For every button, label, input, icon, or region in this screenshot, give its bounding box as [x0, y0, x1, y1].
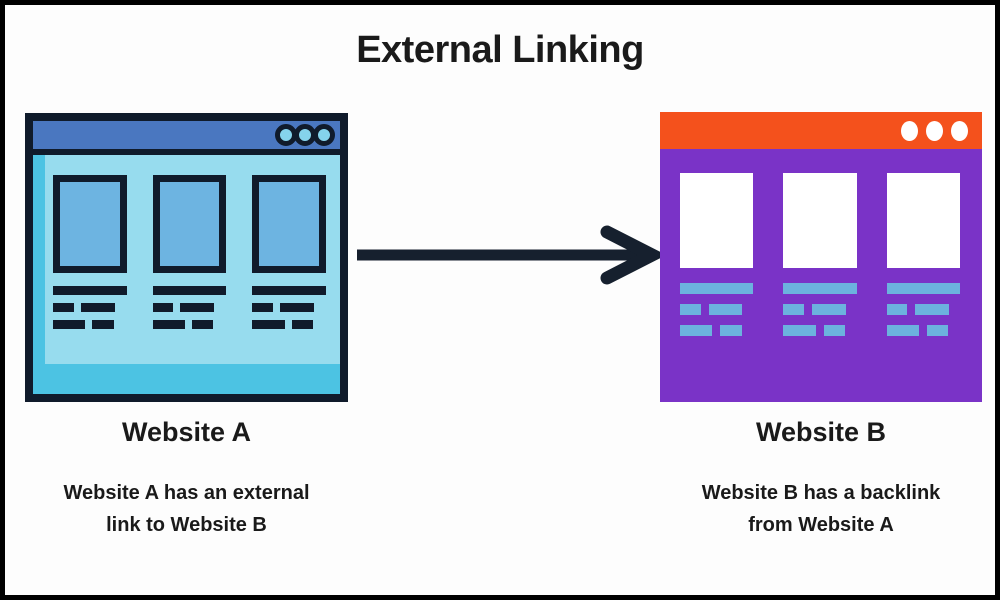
text-line-row	[680, 325, 753, 336]
text-line-row	[53, 320, 127, 329]
text-line-placeholder	[823, 325, 845, 336]
text-line-placeholder	[180, 303, 215, 312]
text-line-placeholder	[680, 325, 713, 336]
text-line-row	[680, 283, 754, 294]
image-placeholder	[53, 175, 127, 273]
website-b-description-line1: Website B has a backlink	[701, 482, 941, 504]
website-b-window	[660, 112, 982, 402]
text-line-placeholder	[886, 325, 919, 336]
text-line-placeholder	[886, 304, 908, 315]
text-line-placeholder	[291, 320, 314, 329]
text-line-row	[886, 325, 960, 336]
text-line-row	[53, 286, 127, 295]
website-a-footer-strip	[33, 364, 340, 394]
text-line-row	[886, 304, 960, 315]
image-placeholder	[783, 173, 857, 268]
text-line-placeholder	[708, 304, 743, 315]
text-line-row	[783, 283, 857, 294]
text-line-placeholder	[152, 286, 227, 295]
text-line-placeholder	[252, 286, 327, 295]
content-column	[252, 175, 327, 394]
text-line-placeholder	[783, 304, 804, 315]
window-dot-icon	[313, 124, 335, 146]
website-b-label: Website B	[755, 417, 887, 447]
text-line-placeholder	[783, 283, 857, 294]
website-a-left-strip	[33, 155, 45, 394]
website-b-description: Website B has a backlink from Website A	[643, 477, 995, 541]
window-dot-icon	[926, 120, 943, 141]
text-line-row	[252, 320, 326, 329]
website-a-description-line2: link to Website B	[106, 514, 267, 536]
content-column	[152, 175, 227, 394]
text-line-placeholder	[252, 320, 285, 329]
text-line-placeholder	[279, 303, 314, 312]
content-column	[783, 173, 857, 402]
text-line-placeholder	[53, 320, 86, 329]
text-line-row	[152, 303, 227, 312]
window-dot-icon	[951, 120, 968, 141]
text-line-row	[783, 325, 856, 336]
window-dot-icon	[901, 120, 918, 141]
text-line-row	[252, 303, 326, 312]
text-line-placeholder	[720, 325, 742, 336]
text-line-placeholder	[53, 286, 127, 295]
text-line-row	[680, 304, 753, 315]
text-line-placeholder	[80, 303, 115, 312]
content-column	[53, 175, 127, 394]
website-a-titlebar	[33, 121, 340, 155]
text-line-placeholder	[886, 283, 960, 294]
diagram-title: External Linking	[356, 29, 644, 71]
text-line-placeholder	[680, 304, 701, 315]
website-a-page-body	[33, 155, 340, 394]
text-line-placeholder	[811, 304, 846, 315]
text-line-placeholder	[926, 325, 949, 336]
image-placeholder	[252, 175, 327, 273]
text-line-placeholder	[252, 303, 273, 312]
text-line-placeholder	[92, 320, 114, 329]
website-b-description-line2: from Website A	[748, 514, 894, 536]
website-a-window	[25, 113, 348, 402]
image-placeholder	[152, 175, 227, 273]
website-b-page-body	[660, 149, 982, 402]
text-line-row	[152, 286, 227, 295]
image-placeholder	[680, 173, 754, 268]
text-line-placeholder	[680, 283, 754, 294]
website-a-label: Website A	[121, 417, 252, 447]
text-line-placeholder	[152, 303, 174, 312]
text-line-placeholder	[152, 320, 186, 329]
website-a-description-line1: Website A has an external	[63, 482, 310, 504]
text-line-row	[152, 320, 227, 329]
text-line-row	[783, 304, 856, 315]
text-line-placeholder	[915, 304, 949, 315]
text-line-row	[53, 303, 127, 312]
content-column	[680, 173, 754, 402]
website-b-content-columns	[660, 149, 982, 402]
text-line-row	[886, 283, 960, 294]
image-placeholder	[886, 173, 960, 268]
text-line-placeholder	[53, 303, 74, 312]
text-line-placeholder	[192, 320, 214, 329]
website-a-description: Website A has an external link to Websit…	[8, 477, 365, 541]
website-a-content-columns	[33, 155, 340, 394]
content-column	[886, 173, 960, 402]
arrow-icon	[350, 225, 660, 285]
text-line-placeholder	[783, 325, 816, 336]
website-b-titlebar	[660, 112, 982, 149]
text-line-row	[252, 286, 327, 295]
